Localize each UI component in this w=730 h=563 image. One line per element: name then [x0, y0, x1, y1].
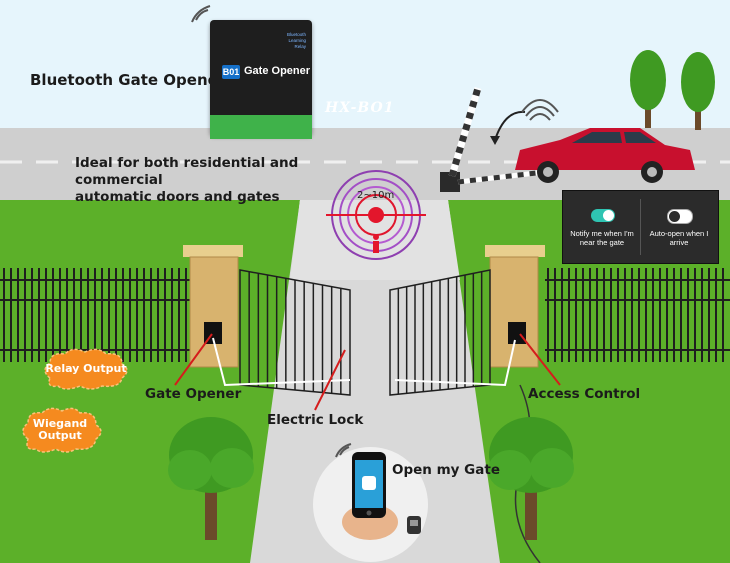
remote-key-icon: [407, 516, 421, 534]
fence-bars-right: [547, 268, 724, 362]
person-icon: [373, 234, 379, 253]
relay-output-label: Relay Output: [45, 362, 127, 375]
wiegand-line-2: Output: [38, 429, 82, 442]
indicator-relay: Relay: [294, 44, 306, 49]
toggle-on-icon[interactable]: [591, 209, 615, 222]
device-indicators: Bluetooth Learning Relay: [287, 32, 306, 50]
model-number: HX-BO1: [325, 100, 395, 116]
tree-icon: [168, 417, 254, 540]
wire-access-control: [394, 339, 516, 387]
car-icon: [515, 128, 695, 183]
device-name: Gate Opener: [244, 65, 311, 77]
open-gate-label: Open my Gate: [392, 462, 500, 478]
barrier-gate-icon: [440, 87, 546, 192]
fence-bars-left: [3, 268, 187, 362]
wifi-signal-icon: [521, 99, 559, 121]
access-control-label: Access Control: [528, 386, 641, 402]
range-label: 2~10m: [357, 190, 395, 201]
wire-gate-opener: [212, 337, 351, 387]
tree-icon: [488, 417, 574, 540]
walkway: [250, 200, 500, 563]
terminal-block: [210, 115, 312, 139]
relay-output-cloud: [44, 348, 128, 390]
device-brand-logo: B01: [222, 65, 240, 79]
toggle-off-icon[interactable]: [667, 209, 693, 224]
indicator-bluetooth: Bluetooth: [286, 32, 306, 37]
panel-divider: [640, 199, 641, 255]
tagline-line-1: Ideal for both residential and commercia…: [75, 155, 299, 188]
pointer-electric-lock: [314, 349, 346, 411]
wiegand-output-cloud: [22, 407, 102, 453]
notify-label: Notify me when I'm near the gate: [570, 229, 634, 247]
indicator-learning: Learning: [288, 38, 306, 43]
auto-open-label: Auto-open when I arrive: [649, 229, 709, 247]
pillar-left: [183, 245, 243, 368]
sky: [0, 0, 730, 130]
gate-opener-label: Gate Opener: [145, 386, 242, 402]
smartphone-icon[interactable]: [340, 450, 400, 540]
wiegand-output-label: Wiegand Output: [22, 418, 98, 442]
page-title: Bluetooth Gate Opener: [30, 71, 226, 89]
tagline-line-2: automatic doors and gates: [75, 189, 280, 205]
settings-panel: Notify me when I'm near the gate Auto-op…: [562, 190, 719, 264]
electric-lock-label: Electric Lock: [267, 412, 364, 428]
tree-icon: [630, 50, 666, 128]
pointer-access-control: [519, 333, 561, 386]
pointer-gate-opener: [174, 333, 213, 386]
wifi-signal-icon: [191, 5, 211, 23]
gate-opener-device: Bluetooth Learning Relay B01 Gate Opener: [210, 20, 312, 139]
tagline: Ideal for both residential and commercia…: [75, 155, 375, 206]
pillar-right: [485, 245, 545, 368]
tree-icon: [681, 52, 715, 130]
wiegand-line-1: Wiegand: [32, 417, 88, 430]
